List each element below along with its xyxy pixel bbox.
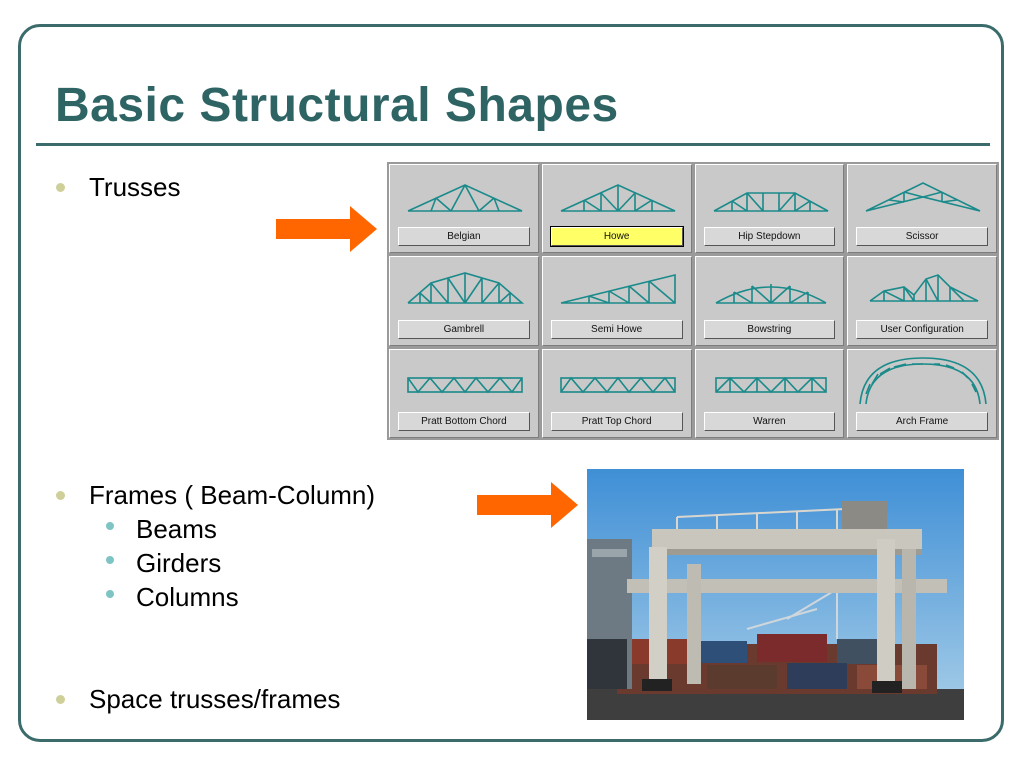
- bullet-trusses-text: Trusses: [89, 172, 181, 202]
- truss-cell-howe[interactable]: Howe: [541, 164, 692, 254]
- howe-truss-icon: [560, 184, 676, 212]
- scissor-truss-icon: [865, 182, 981, 212]
- pratt-bottom-chord-truss-icon: [407, 376, 523, 393]
- arrow-right-icon: [276, 206, 377, 252]
- truss-cell-pratt-bottom-chord[interactable]: Pratt Bottom Chord: [389, 348, 539, 438]
- arrow-right-icon: [477, 482, 578, 528]
- sub-bullet-columns: Columns: [106, 582, 239, 613]
- truss-button-howe[interactable]: Howe: [549, 226, 684, 248]
- arch-frame-truss-icon: [859, 356, 988, 404]
- sub-bullet-girders: Girders: [106, 548, 221, 579]
- warren-truss-icon: [714, 376, 827, 393]
- truss-button-semi-howe[interactable]: Semi Howe: [550, 319, 683, 339]
- truss-button-arch-frame[interactable]: Arch Frame: [856, 412, 988, 431]
- bullet-space-trusses: Space trusses/frames: [56, 684, 340, 715]
- sub-bullet-girders-text: Girders: [136, 548, 222, 578]
- bowstring-truss-icon: [715, 284, 826, 305]
- truss-button-hip-stepdown[interactable]: Hip Stepdown: [703, 227, 836, 247]
- pratt-top-chord-truss-icon: [559, 376, 676, 393]
- sub-bullet-columns-text: Columns: [136, 582, 239, 612]
- truss-button-scissor[interactable]: Scissor: [856, 227, 988, 247]
- truss-button-gambrell[interactable]: Gambrell: [398, 319, 530, 339]
- bullet-space-text: Space trusses/frames: [89, 684, 341, 714]
- truss-cell-hip-stepdown[interactable]: Hip Stepdown: [694, 164, 845, 254]
- truss-button-bowstring[interactable]: Bowstring: [703, 319, 836, 339]
- belgian-truss-icon: [407, 184, 523, 212]
- truss-cell-bowstring[interactable]: Bowstring: [694, 256, 845, 346]
- truss-cell-pratt-top-chord[interactable]: Pratt Top Chord: [541, 348, 692, 438]
- sub-bullet-dot: [106, 521, 114, 530]
- sub-bullet-dot: [106, 555, 114, 564]
- bullet-dot: [56, 491, 65, 500]
- truss-cell-gambrell[interactable]: Gambrell: [389, 256, 539, 346]
- gantry-crane-photo: [587, 469, 964, 720]
- semi-howe-truss-icon: [560, 274, 676, 305]
- truss-button-pratt-top-chord[interactable]: Pratt Top Chord: [550, 412, 683, 431]
- truss-cell-arch-frame[interactable]: Arch Frame: [847, 348, 997, 438]
- truss-cell-belgian[interactable]: Belgian: [389, 164, 539, 254]
- truss-type-panel: Belgian Howe Hip Stepdow: [387, 162, 999, 440]
- sub-bullet-beams-text: Beams: [136, 514, 217, 544]
- hip-stepdown-truss-icon: [713, 192, 828, 212]
- truss-cell-warren[interactable]: Warren: [694, 348, 845, 438]
- truss-cell-user-configuration[interactable]: User Configuration: [847, 256, 997, 346]
- truss-button-user-configuration[interactable]: User Configuration: [856, 319, 988, 339]
- bullet-dot: [56, 695, 65, 704]
- slide-title: Basic Structural Shapes: [55, 79, 619, 132]
- truss-cell-semi-howe[interactable]: Semi Howe: [541, 256, 692, 346]
- truss-button-warren[interactable]: Warren: [703, 412, 836, 431]
- slide-frame: [18, 24, 1004, 742]
- sub-bullet-dot: [106, 589, 114, 598]
- bullet-trusses: Trusses: [56, 172, 181, 203]
- title-underline: [36, 143, 990, 146]
- bullet-frames-text: Frames ( Beam-Column): [89, 480, 376, 510]
- bullet-frames: Frames ( Beam-Column): [56, 480, 375, 511]
- truss-button-belgian[interactable]: Belgian: [398, 227, 530, 247]
- gambrell-truss-icon: [407, 272, 525, 305]
- truss-cell-scissor[interactable]: Scissor: [847, 164, 997, 254]
- truss-button-pratt-bottom-chord[interactable]: Pratt Bottom Chord: [398, 412, 530, 431]
- user-configuration-truss-icon: [869, 274, 979, 303]
- sub-bullet-beams: Beams: [106, 514, 217, 545]
- bullet-dot: [56, 183, 65, 192]
